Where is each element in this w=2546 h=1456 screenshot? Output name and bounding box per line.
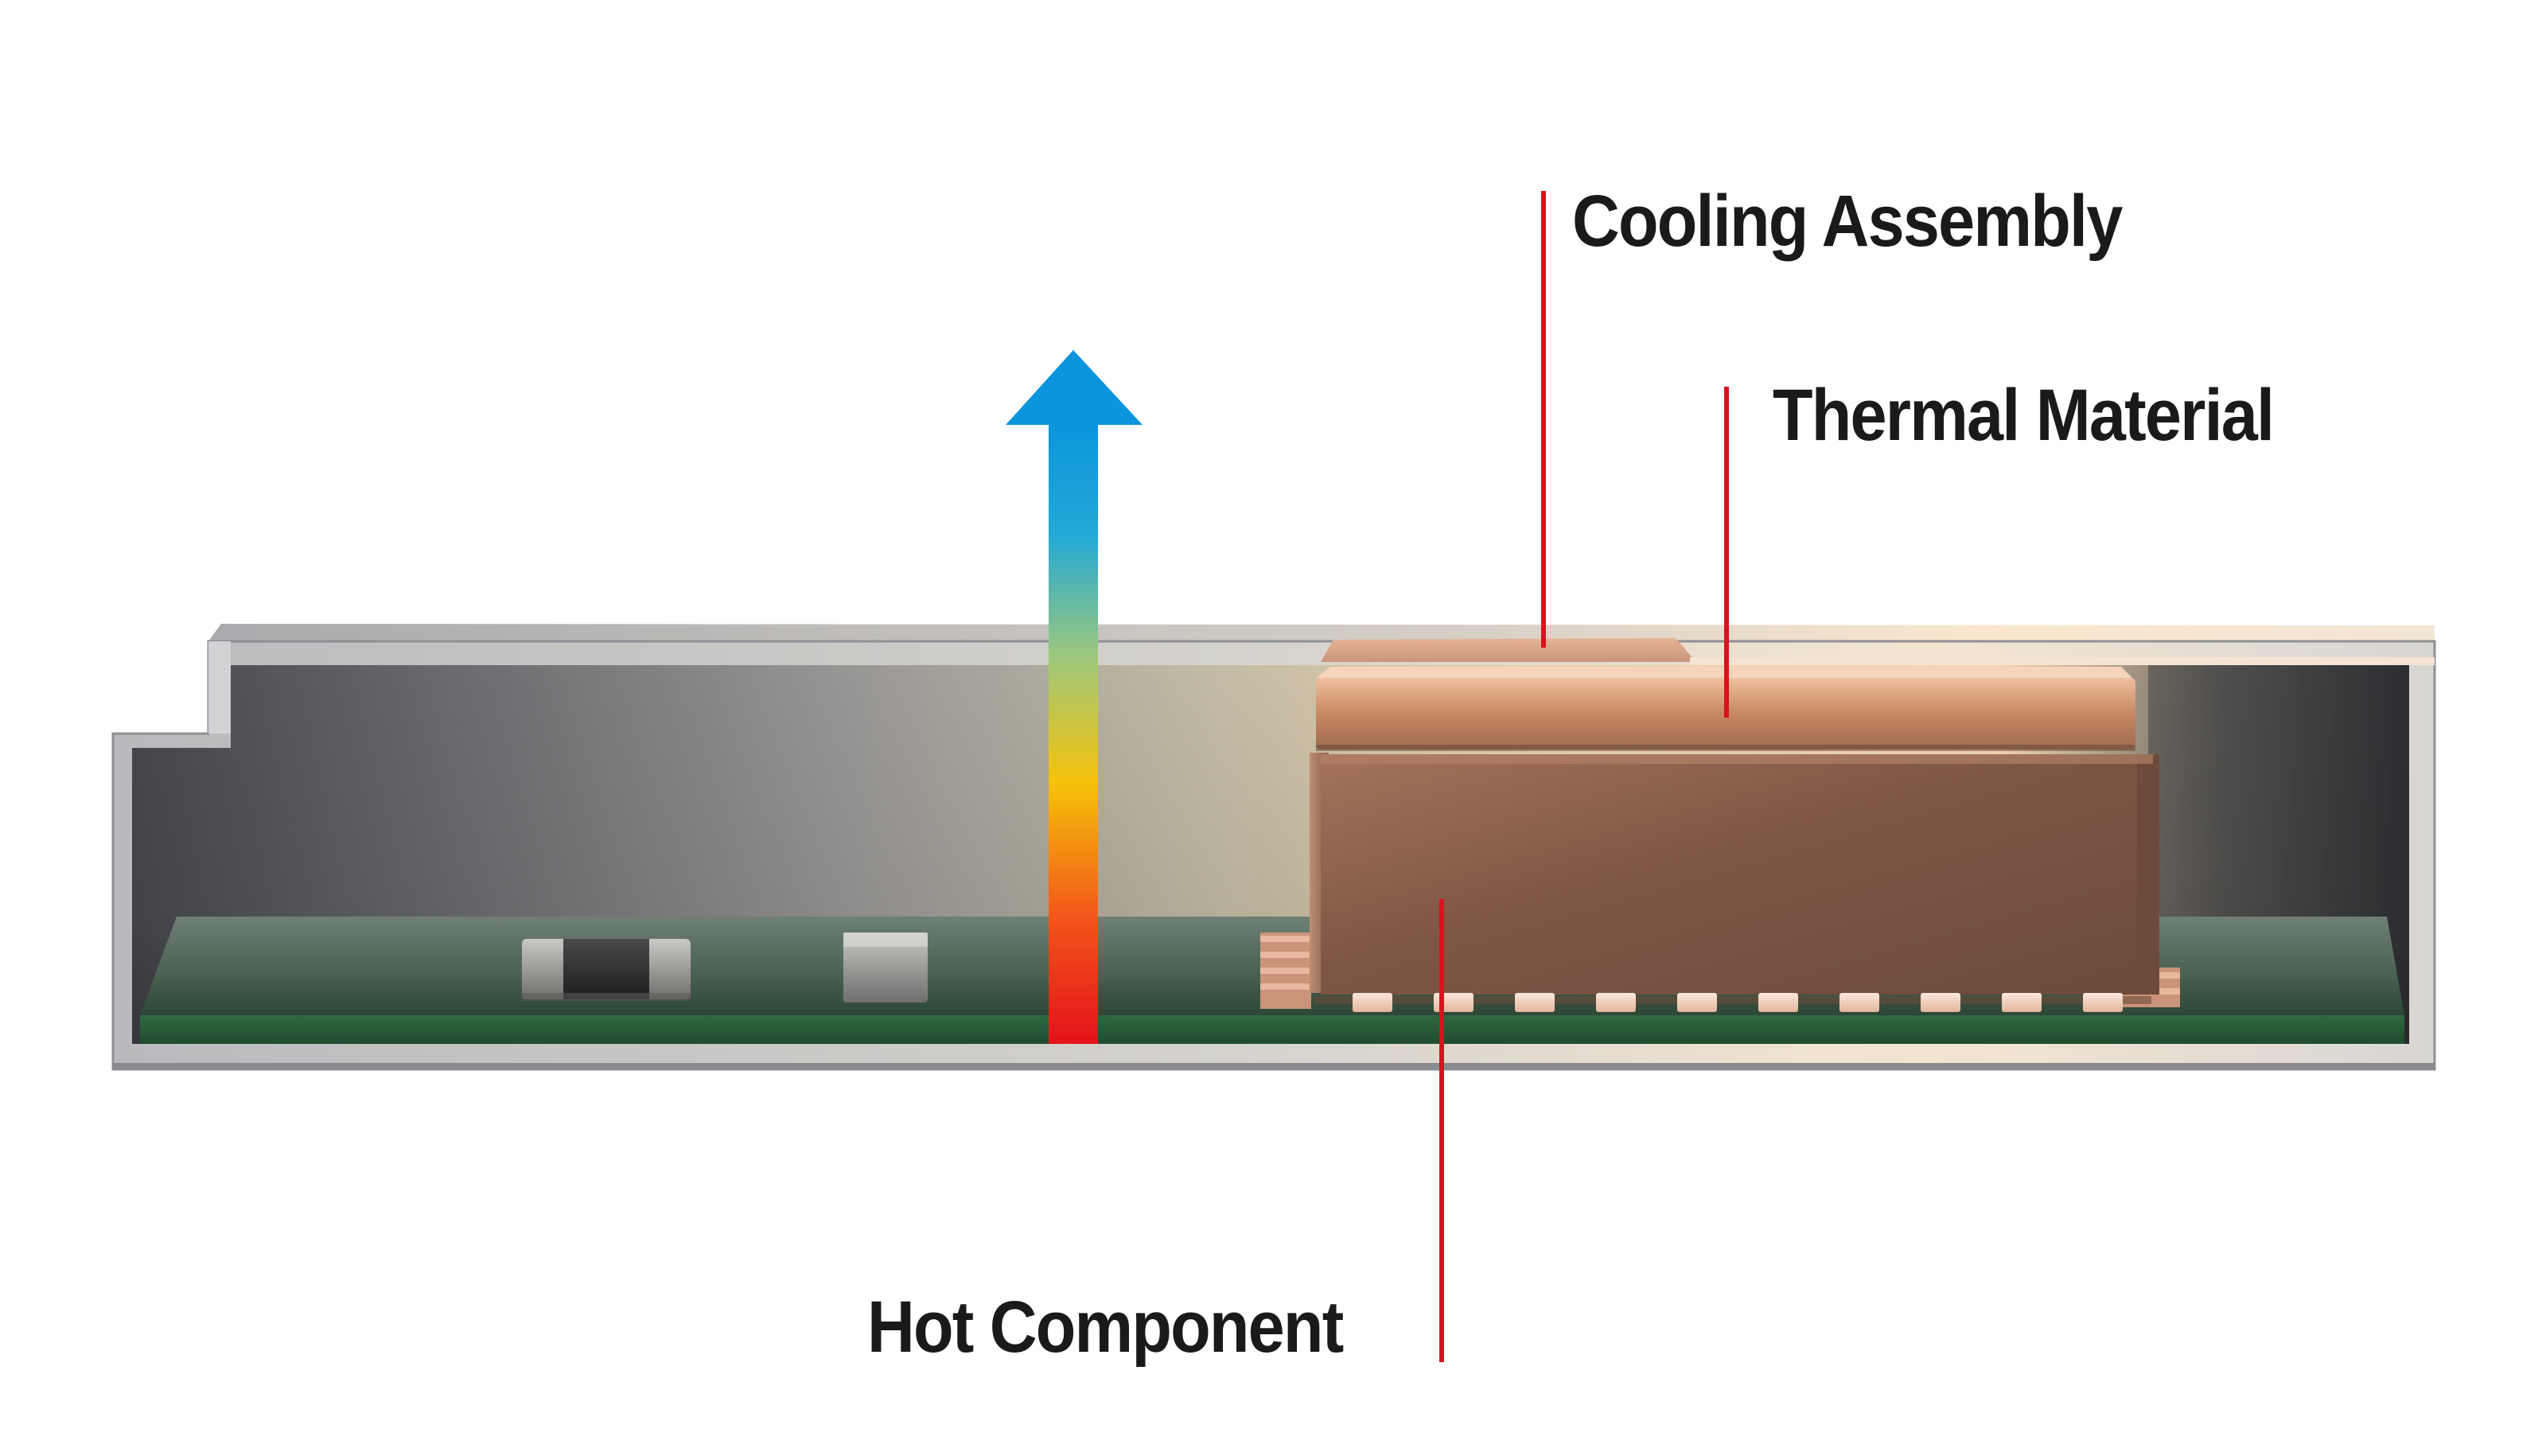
label-thermal-material: Thermal Material <box>1773 375 2275 456</box>
leader-lines <box>1439 191 1729 1362</box>
label-hot-component: Hot Component <box>867 1287 1344 1368</box>
capacitor-dark-band <box>522 939 691 1001</box>
label-cooling-assembly: Cooling Assembly <box>1572 181 2123 262</box>
resistor-small <box>843 932 928 1002</box>
cooling-assembly-plate <box>1321 638 2435 665</box>
heat-flow-arrow-icon <box>1006 350 1143 1044</box>
hot-component-pads <box>1314 993 2151 1012</box>
hot-component-chip <box>1260 753 2180 1009</box>
